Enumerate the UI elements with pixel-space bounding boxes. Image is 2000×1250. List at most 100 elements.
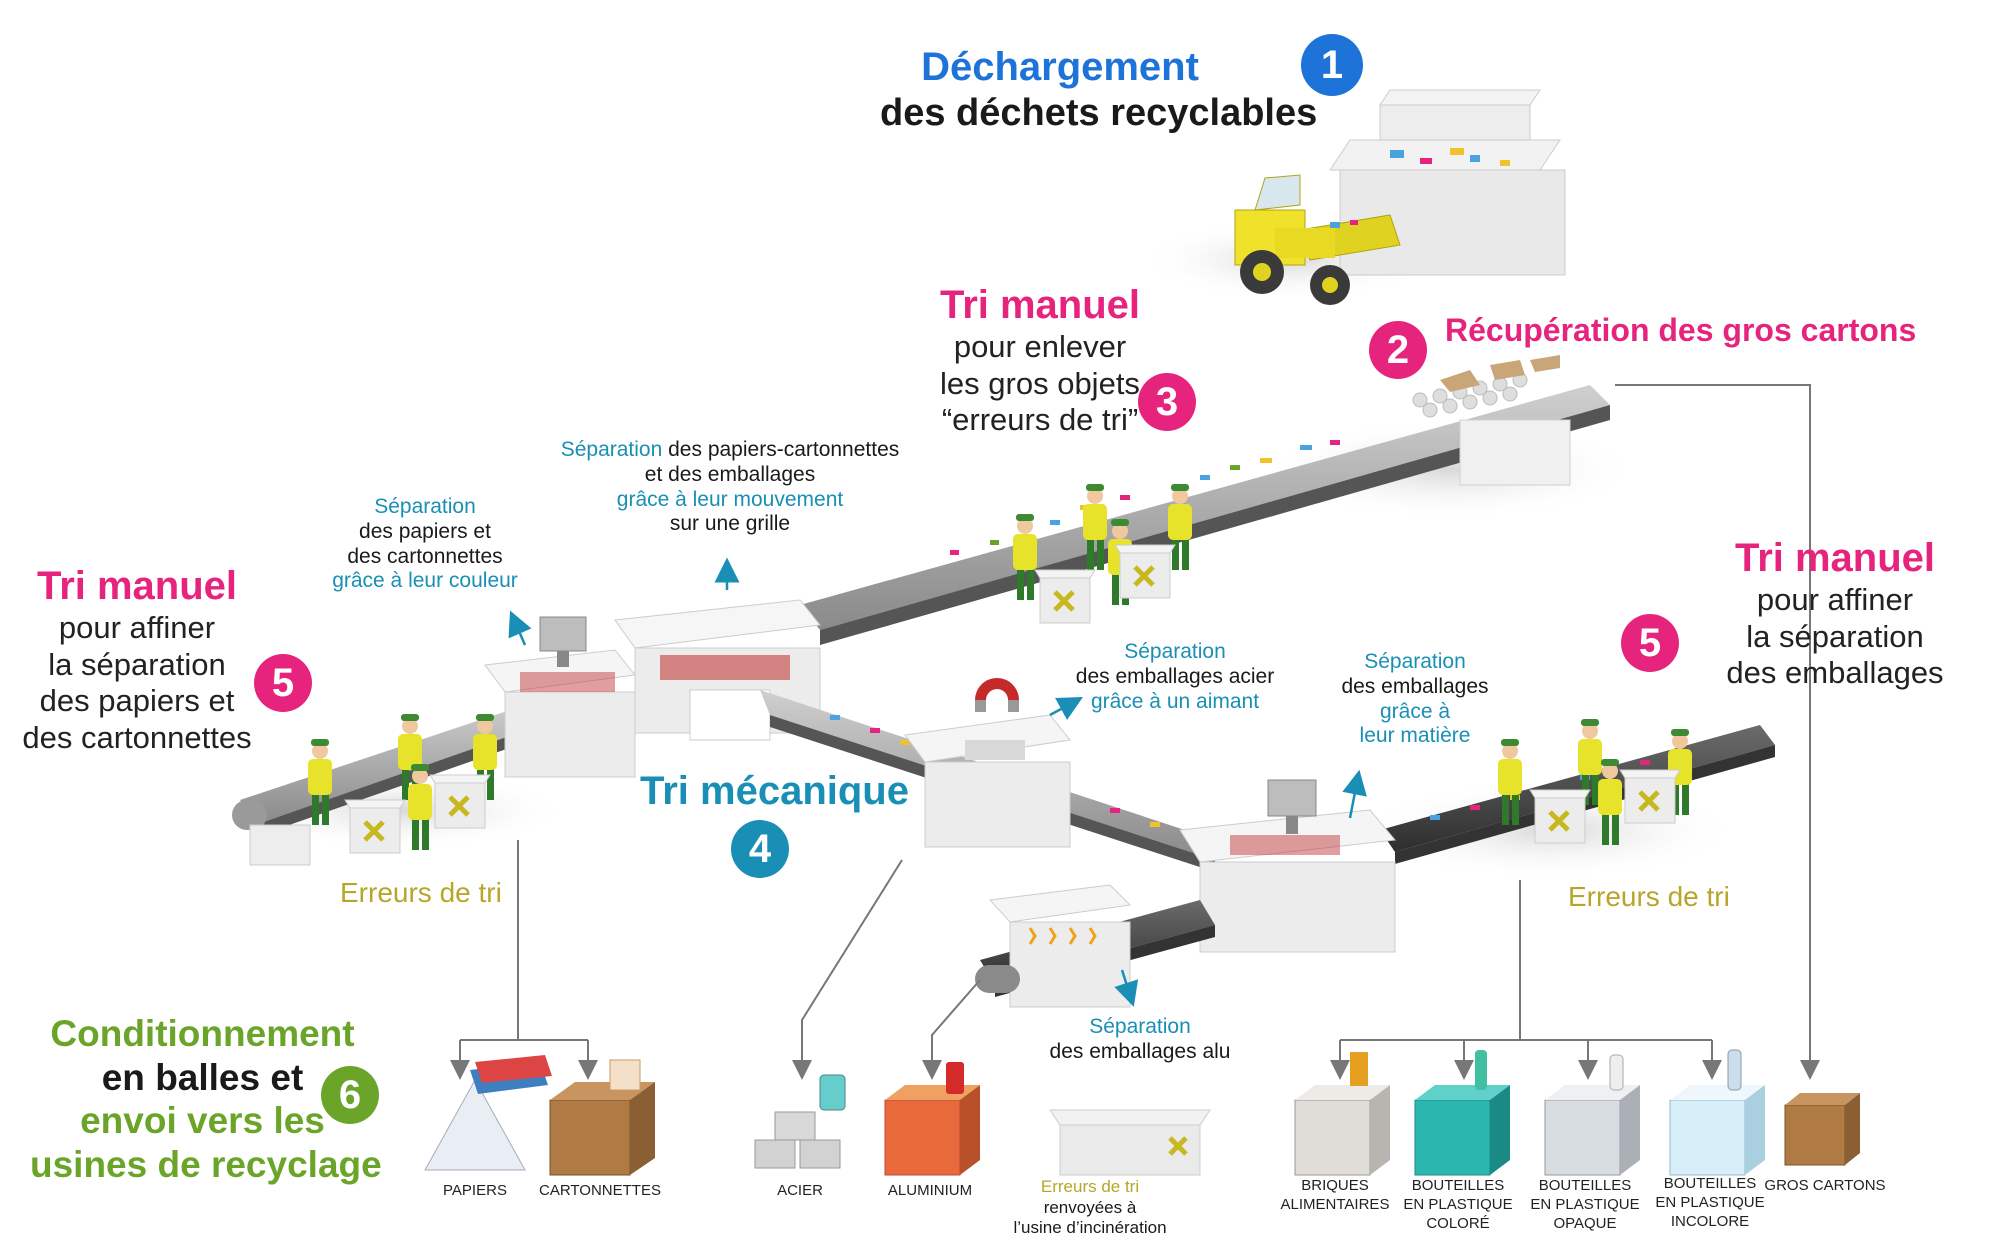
step2-title: Récupération des gros cartons [1445, 312, 1916, 350]
label-cartonnettes: CARTONNETTES [539, 1182, 661, 1199]
annotation-grid-separation: Séparation des papiers-cartonnettes et d… [545, 438, 915, 537]
errors-left-text: Erreurs de tri [340, 877, 502, 908]
step5-right-line-3: des emballages [1726, 655, 1944, 691]
badge-6-number: 6 [338, 1073, 362, 1117]
worker-figure [1598, 759, 1622, 845]
label-colore-1: BOUTEILLES [1411, 1177, 1505, 1194]
step2-title-text: Récupération des gros cartons [1445, 312, 1917, 348]
papers-stack [470, 1055, 552, 1094]
step6-block: Conditionnement en balles et envoi vers … [30, 1012, 382, 1187]
label-opaque: BOUTEILLES EN PLASTIQUE OPAQUE [1525, 1177, 1645, 1233]
grid-sep-c: et des emballages [644, 462, 816, 486]
incineration-bin [1049, 1109, 1211, 1176]
alu-sep-a: Séparation [1089, 1015, 1191, 1038]
step-badges [254, 34, 1679, 1124]
label-acier: ACIER [777, 1182, 823, 1199]
step6-line-3: usines de recyclage [30, 1143, 382, 1185]
label-briques: BRIQUES ALIMENTAIRES [1275, 1177, 1395, 1215]
label-colore-2: EN PLASTIQUE [1403, 1195, 1513, 1213]
magnet-sep-b: des emballages acier [1075, 664, 1275, 688]
error-bin [429, 774, 491, 829]
badge-1-number: 1 [1320, 43, 1344, 87]
annotation-magnet-separation: Séparation des emballages acier grâce à … [1060, 640, 1290, 714]
badge-3 [1138, 373, 1196, 431]
label-aluminium: ALUMINIUM [887, 1182, 973, 1199]
label-incolore: BOUTEILLES EN PLASTIQUE INCOLORE [1650, 1175, 1770, 1231]
badge-5-right [1621, 614, 1679, 672]
step5-left-line-3: des papiers et [39, 683, 235, 719]
step5-left-title: Tri manuel [36, 564, 238, 608]
step3-line-3: “erreurs de tri” [941, 402, 1139, 438]
annotation-material-separation: Séparation des emballages grâce à leur m… [1325, 650, 1505, 749]
worker-figure [408, 764, 432, 850]
alu-sep-b: des emballages alu [1049, 1039, 1231, 1063]
incineration-b: renvoyées à [1043, 1197, 1137, 1217]
errors-right-text: Erreurs de tri [1568, 881, 1730, 912]
grid-sep-e: sur une grille [669, 512, 791, 536]
color-sep-d: grâce à leur couleur [332, 569, 518, 593]
material-sep-d: leur matière [1359, 724, 1471, 748]
worker-figure [1083, 484, 1107, 570]
worker-figure [1578, 719, 1602, 805]
error-bin [1619, 769, 1681, 824]
step5-left-block: Tri manuel pour affiner la séparation de… [22, 563, 252, 757]
error-bin [1114, 544, 1176, 599]
annotation-color-separation: Séparation des papiers et des cartonnett… [305, 495, 545, 594]
grid-sep-a: Séparation [560, 438, 663, 461]
annotation-incineration: Erreurs de tri renvoyées à l’usine d’inc… [1000, 1177, 1180, 1239]
badge-3-number: 3 [1155, 380, 1179, 424]
material-sep-c: grâce à [1379, 699, 1451, 723]
error-bin [1034, 569, 1096, 624]
magnet-sep-a: Séparation [1124, 640, 1226, 663]
worker-figure [1498, 739, 1522, 825]
annotation-alu-separation: Séparation des emballages alu [1030, 1015, 1250, 1065]
material-scanner-machine [1179, 779, 1396, 953]
label-incolore-3: INCOLORE [1670, 1212, 1750, 1230]
badge-5-right-number: 5 [1638, 621, 1662, 665]
worker-figure [398, 714, 422, 800]
badge-1 [1301, 34, 1363, 96]
incineration-a: Erreurs de tri [1040, 1177, 1140, 1196]
step3-line-1: pour enlever [953, 329, 1127, 365]
label-opaque-3: OPAQUE [1553, 1214, 1617, 1232]
teal-arrows [508, 557, 1367, 1007]
label-opaque-2: EN PLASTIQUE [1530, 1195, 1640, 1213]
step5-left-line-1: pour affiner [58, 610, 216, 646]
badge-4 [731, 820, 789, 878]
label-colore-3: COLORÉ [1426, 1214, 1490, 1232]
step5-right-title: Tri manuel [1734, 536, 1936, 580]
step5-right-line-1: pour affiner [1756, 582, 1914, 618]
badge-2 [1369, 321, 1427, 379]
workers [308, 484, 1692, 850]
worker-figure [308, 739, 332, 825]
badge-5-left-number: 5 [271, 661, 295, 705]
badge-5-left [254, 654, 312, 712]
magnet-machine [904, 678, 1071, 848]
label-opaque-1: BOUTEILLES [1538, 1177, 1632, 1194]
error-bin [344, 799, 406, 854]
step6-title: Conditionnement [50, 1013, 355, 1054]
badge-4-number: 4 [748, 827, 772, 871]
color-sep-c: des cartonnettes [347, 544, 503, 568]
flow-lines [450, 384, 1820, 1080]
material-sep-a: Séparation [1364, 650, 1466, 673]
errors-left-label: Erreurs de tri [340, 876, 502, 909]
step1-subtitle: des déchets recyclables [880, 92, 1318, 135]
step3-block: Tri manuel pour enlever les gros objets … [920, 282, 1160, 439]
step5-right-line-2: la séparation [1746, 618, 1924, 654]
step6-line-1: en balles et [101, 1056, 304, 1098]
color-sep-a: Séparation [374, 495, 476, 518]
label-briques-2: ALIMENTAIRES [1280, 1195, 1390, 1213]
step6-line-2: envoi vers les [80, 1100, 325, 1142]
material-sep-b: des emballages [1341, 674, 1489, 698]
error-bins [344, 544, 1681, 854]
step5-left-line-2: la séparation [48, 646, 226, 682]
worker-figure [1168, 484, 1192, 570]
magnet-sep-c: grâce à un aimant [1090, 689, 1260, 713]
step4-title-text: Tri mécanique [640, 769, 909, 813]
label-incolore-2: EN PLASTIQUE [1655, 1193, 1765, 1211]
incineration-c: l’usine d’incinération [1013, 1218, 1167, 1238]
output-bales [424, 1049, 1860, 1176]
step3-line-2: les gros objets [940, 365, 1140, 401]
